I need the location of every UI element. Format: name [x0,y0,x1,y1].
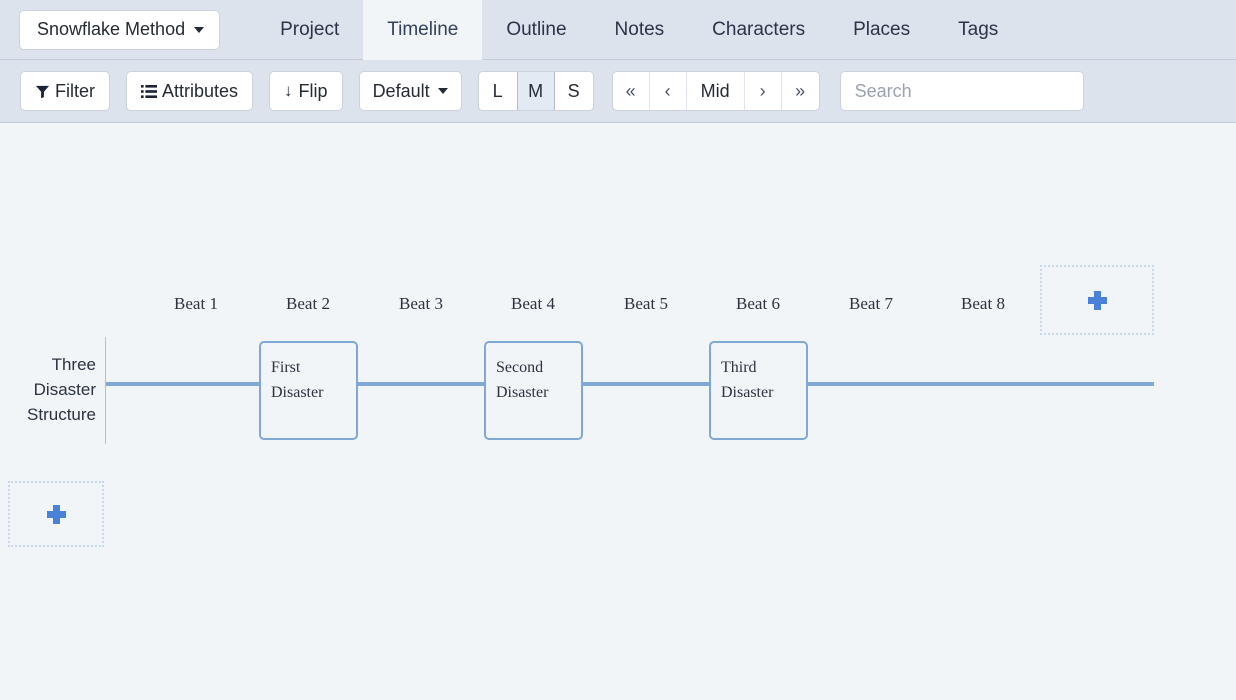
card-first-disaster[interactable]: First Disaster [259,341,358,440]
filter-button[interactable]: Filter [20,71,110,111]
beat-header-1[interactable]: Beat 1 [174,294,218,313]
flip-button[interactable]: ↓ Flip [269,71,343,111]
tab-notes[interactable]: Notes [591,0,689,60]
nav-mid-button[interactable]: Mid [687,72,745,110]
nav-first-icon[interactable]: « [613,72,650,110]
tab-label: Places [853,18,911,40]
flip-label: Flip [298,80,328,101]
add-plotline-button[interactable] [8,481,104,547]
tab-label: Outline [506,18,567,40]
row-divider [105,337,106,444]
tab-label: Notes [614,18,665,40]
chevron-down-icon [437,88,448,94]
tab-tags[interactable]: Tags [934,0,1022,60]
tab-label: Timeline [387,18,459,40]
chevron-down-icon [194,26,205,33]
beat-header-7[interactable]: Beat 7 [849,294,893,313]
tab-label: Characters [712,18,806,40]
tab-outline[interactable]: Outline [482,0,590,60]
card-line-1: Third [721,359,757,376]
plus-icon [1087,290,1107,310]
card-second-disaster[interactable]: Second Disaster [484,341,583,440]
nav-last-icon[interactable]: » [795,80,806,101]
row-label-line-1: Three [51,355,96,374]
size-option-small[interactable]: S [554,72,593,110]
size-option-medium[interactable]: M [516,72,555,110]
search-input[interactable] [839,71,1084,111]
row-label-line-2: Disaster [33,380,96,399]
nav-next-icon[interactable]: › [745,72,782,110]
book-selector-button[interactable]: Snowflake Method [19,9,221,50]
tab-places[interactable]: Places [829,0,934,60]
navigation-group: « ‹ Mid › » [611,71,820,111]
arrow-down-icon: ↓ [284,81,293,100]
timeline-canvas: Beat 1 Beat 2 Beat 3 Beat 4 Beat 5 Beat … [0,124,1236,700]
book-selector-label: Snowflake Method [37,19,186,39]
beat-header-3[interactable]: Beat 3 [399,294,443,313]
card-line-1: Second [496,359,544,376]
card-line-2: Disaster [721,384,774,401]
tab-timeline[interactable]: Timeline [363,0,483,60]
funnel-icon [35,84,50,99]
beat-header-8[interactable]: Beat 8 [961,294,1005,313]
tab-project[interactable]: Project [256,0,363,60]
beat-header-4[interactable]: Beat 4 [511,294,555,313]
view-preset-dropdown[interactable]: Default [358,71,462,111]
card-third-disaster[interactable]: Third Disaster [709,341,808,440]
card-line-1: First [271,359,301,376]
card-line-2: Disaster [496,384,549,401]
view-preset-label: Default [372,80,430,101]
beat-header-2[interactable]: Beat 2 [286,294,330,313]
beat-header-6[interactable]: Beat 6 [736,294,780,313]
app-header: Snowflake Method Project Timeline Outlin… [0,0,1236,60]
tab-label: Tags [958,18,999,40]
nav-prev-icon[interactable]: ‹ [650,72,687,110]
row-label-three-disaster-structure: Three Disaster Structure [0,352,96,427]
row-label-line-3: Structure [27,405,96,424]
attributes-label: Attributes [162,80,239,101]
plus-icon [46,504,66,524]
timeline-toolbar: Filter Attributes ↓ Flip Default L M S «… [0,60,1236,123]
beat-header-5[interactable]: Beat 5 [624,294,668,313]
filter-label: Filter [55,80,95,101]
add-beat-button[interactable] [1040,265,1154,335]
tab-characters[interactable]: Characters [688,0,829,60]
list-icon [141,84,157,99]
main-tabs: Project Timeline Outline Notes Character… [256,0,1022,60]
card-line-2: Disaster [271,384,324,401]
timeline-track-line [106,382,1154,386]
tab-label: Project [280,18,340,40]
card-size-group: L M S [477,71,594,111]
attributes-button[interactable]: Attributes [126,71,254,111]
size-option-large[interactable]: L [478,72,517,110]
